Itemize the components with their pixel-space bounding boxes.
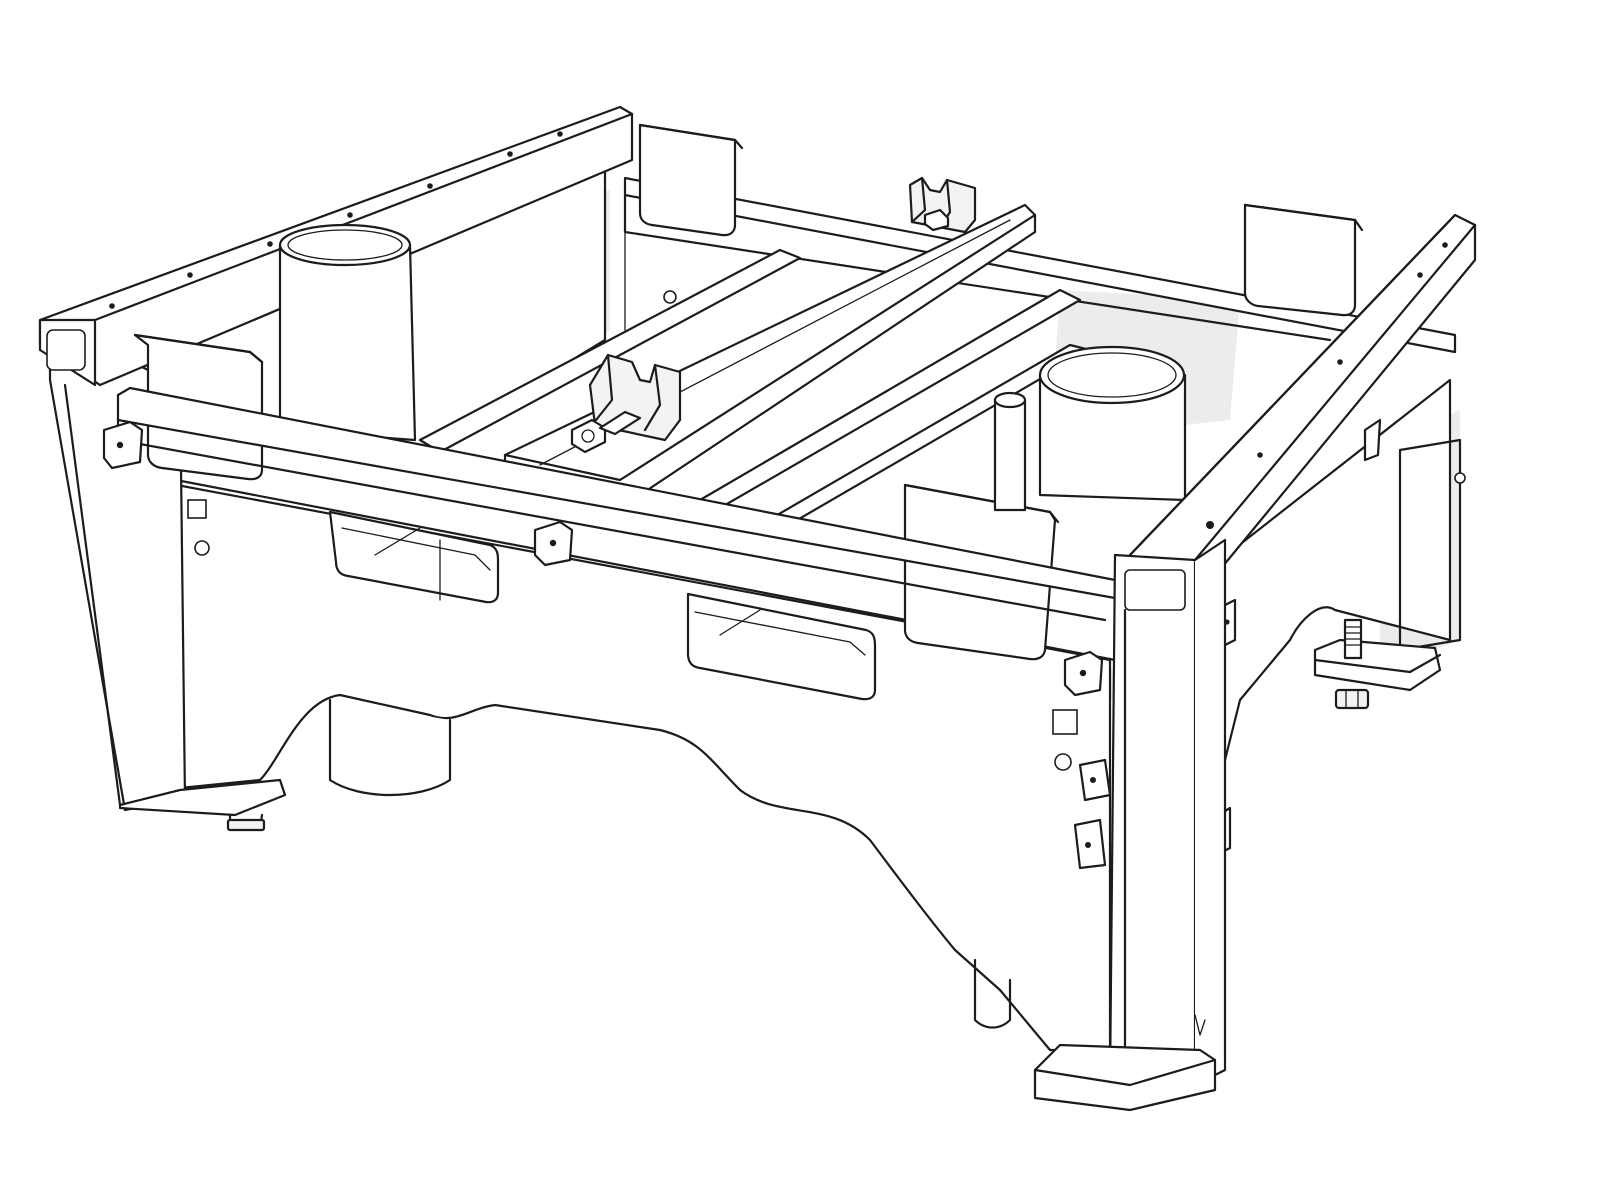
- cross-rails: [418, 248, 1092, 532]
- front-panel: [122, 473, 1117, 1052]
- small-vertical-pipe: [993, 391, 1027, 512]
- back-left-cylinder: [278, 223, 417, 442]
- back-bracket-plate-left: [638, 123, 744, 237]
- right-rear-foot: [1313, 618, 1442, 710]
- front-top-rail: [102, 386, 1117, 697]
- right-cylinder: [1038, 345, 1187, 502]
- back-top-rail: [623, 176, 1457, 354]
- clamp-block-back: [908, 176, 977, 234]
- clamp-block-front: [570, 353, 682, 454]
- front-right-leg: [1033, 538, 1227, 1112]
- back-bracket-plate-right: [1243, 203, 1364, 317]
